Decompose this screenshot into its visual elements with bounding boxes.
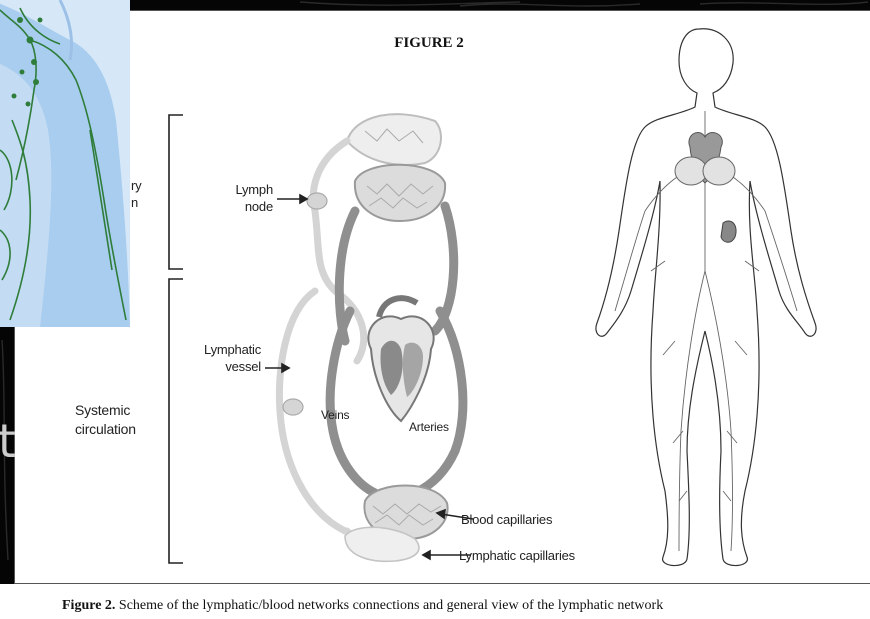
partial-label-line2: n [131, 194, 141, 211]
figure-caption: Figure 2. Scheme of the lymphatic/blood … [62, 598, 663, 614]
stray-glyph: t [0, 418, 16, 464]
lymph-node-upper [307, 193, 327, 209]
body-organs [675, 132, 736, 242]
lymphatic-diagram [15, 11, 870, 583]
caption-text: Scheme of the lymphatic/blood networks c… [115, 598, 663, 613]
body-illustration-overlay [0, 0, 130, 327]
label-systemic-line1: Systemic [75, 401, 136, 420]
label-arteries: Arteries [409, 419, 449, 436]
partial-label-line1: ry [131, 177, 141, 194]
overlay-torso-image [0, 0, 130, 327]
caption-bar: Figure 2. Scheme of the lymphatic/blood … [0, 584, 870, 619]
label-lymphatic-vessel-line1: Lymphatic [195, 341, 261, 358]
label-systemic-circulation: Systemic circulation [75, 401, 136, 439]
label-partial-top: ry n [131, 177, 141, 211]
body-lymphatic-network [596, 29, 816, 566]
label-veins: Veins [321, 407, 349, 424]
label-lymphatic-vessel: Lymphatic vessel [195, 341, 261, 375]
pulmonary-capillary-bed [347, 114, 445, 221]
label-lymph-node: Lymph node [215, 181, 273, 215]
caption-label: Figure 2. [62, 598, 115, 613]
brackets [169, 115, 183, 563]
label-systemic-line2: circulation [75, 420, 136, 439]
label-lymph-node-line2: node [215, 198, 273, 215]
heart [368, 298, 433, 421]
lymph-node-lower [283, 399, 303, 415]
label-lymphatic-vessel-line2: vessel [195, 358, 261, 375]
systemic-capillary-bed [345, 486, 448, 562]
figure-panel: FIGURE 2 [14, 10, 870, 584]
label-blood-capillaries: Blood capillaries [461, 511, 552, 528]
label-lymphatic-capillaries: Lymphatic capillaries [459, 547, 575, 564]
label-lymph-node-line1: Lymph [215, 181, 273, 198]
